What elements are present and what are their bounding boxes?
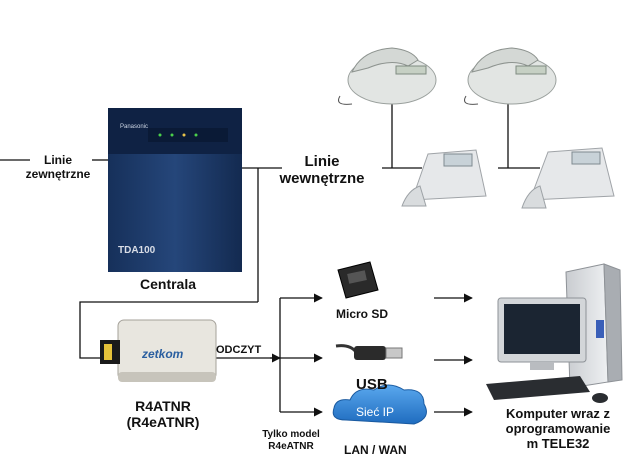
recorder-base [118, 372, 216, 382]
only-model-line2: R4eATNR [268, 440, 314, 452]
monitor-screen [504, 304, 580, 354]
keyboard [486, 376, 590, 400]
external-lines-line2: zewnętrzne [25, 166, 91, 181]
pbx-led [158, 133, 162, 137]
usb-cable [335, 344, 403, 360]
external-lines-line1: Linie [43, 153, 72, 167]
only-model-line1: Tylko model [262, 429, 320, 440]
usb-label: USB [356, 376, 388, 393]
computer [486, 263, 623, 403]
mouse [592, 393, 608, 403]
usb-plug [354, 346, 386, 360]
recorder-device: zetkom [100, 319, 217, 382]
computer-line2: oprogramowanie [505, 420, 611, 436]
pbx-model-text: TDA100 [118, 245, 156, 256]
usb-connector [385, 347, 403, 359]
recorder-brand-text: zetkom [141, 347, 184, 361]
internal-lines-line1: Linie [304, 153, 340, 170]
pbx-brand-text: Panasonic [120, 124, 148, 130]
ip-network-text: Sieć IP [356, 405, 394, 419]
lan-wan-label: LAN / WAN [344, 443, 407, 457]
pbx-to-recorder-path [79, 301, 258, 359]
phone-classic-1 [338, 47, 437, 105]
computer-line1: Komputer wraz z [505, 406, 610, 421]
readout-label: ODCZYT [216, 344, 262, 356]
computer-label: Komputer wraz z oprogramowanie m TELE32 [488, 406, 628, 452]
computer-line3: m TELE32 [526, 435, 590, 451]
only-model-label: Tylko model R4eATNR [254, 429, 328, 452]
micro-sd-label: Micro SD [336, 307, 389, 321]
connection-lines [0, 100, 540, 417]
recorder-model-label: R4ATNR [135, 398, 191, 414]
pc-drive-light [596, 320, 604, 338]
pbx-label: Centrala [140, 276, 197, 292]
external-lines-label: Linie zewnętrzne [18, 153, 98, 182]
phone-classic-2 [464, 47, 557, 105]
monitor-stand [530, 362, 554, 370]
pbx-led-panel [148, 128, 228, 142]
internal-lines-line2: wewnętrzne [279, 170, 365, 188]
pbx-led [170, 133, 174, 137]
recorder-model-alt-label: (R4eATNR) [126, 414, 200, 431]
pbx-cabinet: Panasonic TDA100 [108, 108, 242, 272]
phone-system-2 [521, 147, 615, 209]
recorder-sd-slot [104, 344, 112, 360]
ip-cloud: Sieć IP [332, 384, 427, 425]
internal-lines-label: Linie wewnętrzne [266, 153, 378, 188]
pbx-led [182, 133, 186, 137]
recorder-label: R4ATNR (R4eATNR) [104, 398, 222, 430]
pbx-led [194, 133, 198, 137]
micro-sd-card [337, 261, 379, 299]
phone-system-1 [401, 149, 487, 207]
